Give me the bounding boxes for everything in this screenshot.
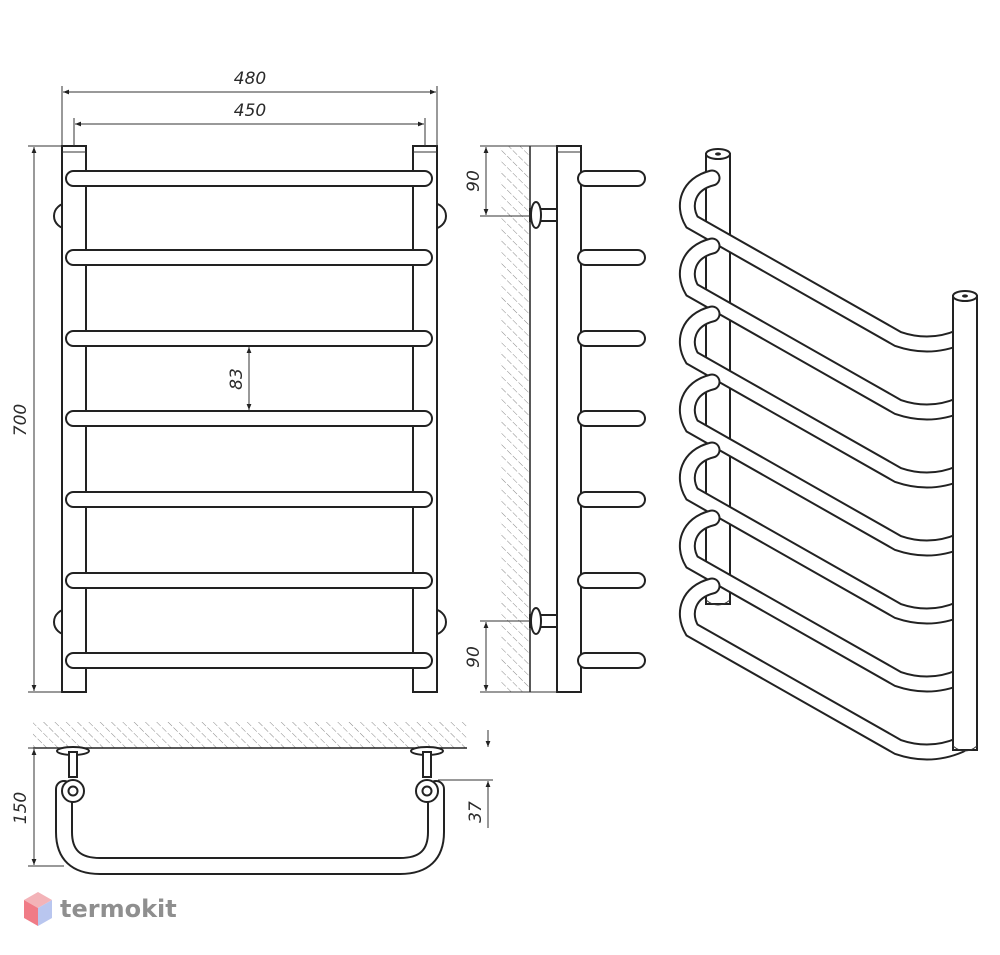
top-view: 150 37: [11, 722, 493, 875]
iso-rail-fill: [680, 443, 967, 623]
dim-bottom-bracket: 90: [464, 620, 557, 693]
top-wall-hatch: [33, 722, 467, 748]
dim-label-700: 700: [11, 404, 31, 436]
brand-hexagon-icon: [24, 892, 52, 926]
brand-name: termokit: [60, 895, 177, 923]
top-u-rail-outer: [55, 780, 445, 875]
dim-center-width: 450: [73, 101, 426, 146]
iso-rails: [678, 169, 969, 761]
iso-rail-fill: [680, 307, 967, 487]
dim-label-90-bottom: 90: [464, 646, 484, 668]
dim-top-bracket: 90: [464, 145, 557, 217]
front-rails: [65, 170, 433, 669]
dim-label-90-top: 90: [464, 170, 484, 192]
dim-label-450: 450: [234, 101, 266, 121]
dim-overall-width: 480: [61, 69, 438, 146]
iso-rail-fill: [680, 239, 967, 419]
side-rails: [577, 170, 646, 669]
dim-rail-spacing: 83: [227, 347, 252, 410]
dim-height: 700: [11, 145, 62, 693]
side-view: 90 90: [464, 145, 646, 693]
front-view: 480 450 700 83: [11, 69, 447, 693]
top-brackets: [56, 746, 444, 803]
iso-rail-fill: [680, 511, 967, 691]
dim-bracket-offset: 37: [438, 730, 493, 828]
brand-logo: termokit: [24, 892, 177, 926]
dim-label-480: 480: [234, 69, 266, 89]
dim-label-83: 83: [227, 368, 247, 390]
dim-label-150: 150: [11, 792, 31, 824]
dim-label-37: 37: [466, 801, 486, 823]
iso-right-post: [952, 295, 978, 751]
isometric-view: [678, 148, 978, 761]
side-brackets: [529, 201, 558, 635]
iso-rail-fill: [680, 375, 967, 555]
iso-rail-fill: [680, 171, 967, 351]
iso-rail-fill: [680, 579, 967, 759]
wall-hatch: [500, 146, 530, 692]
dim-depth: 150: [11, 747, 64, 867]
